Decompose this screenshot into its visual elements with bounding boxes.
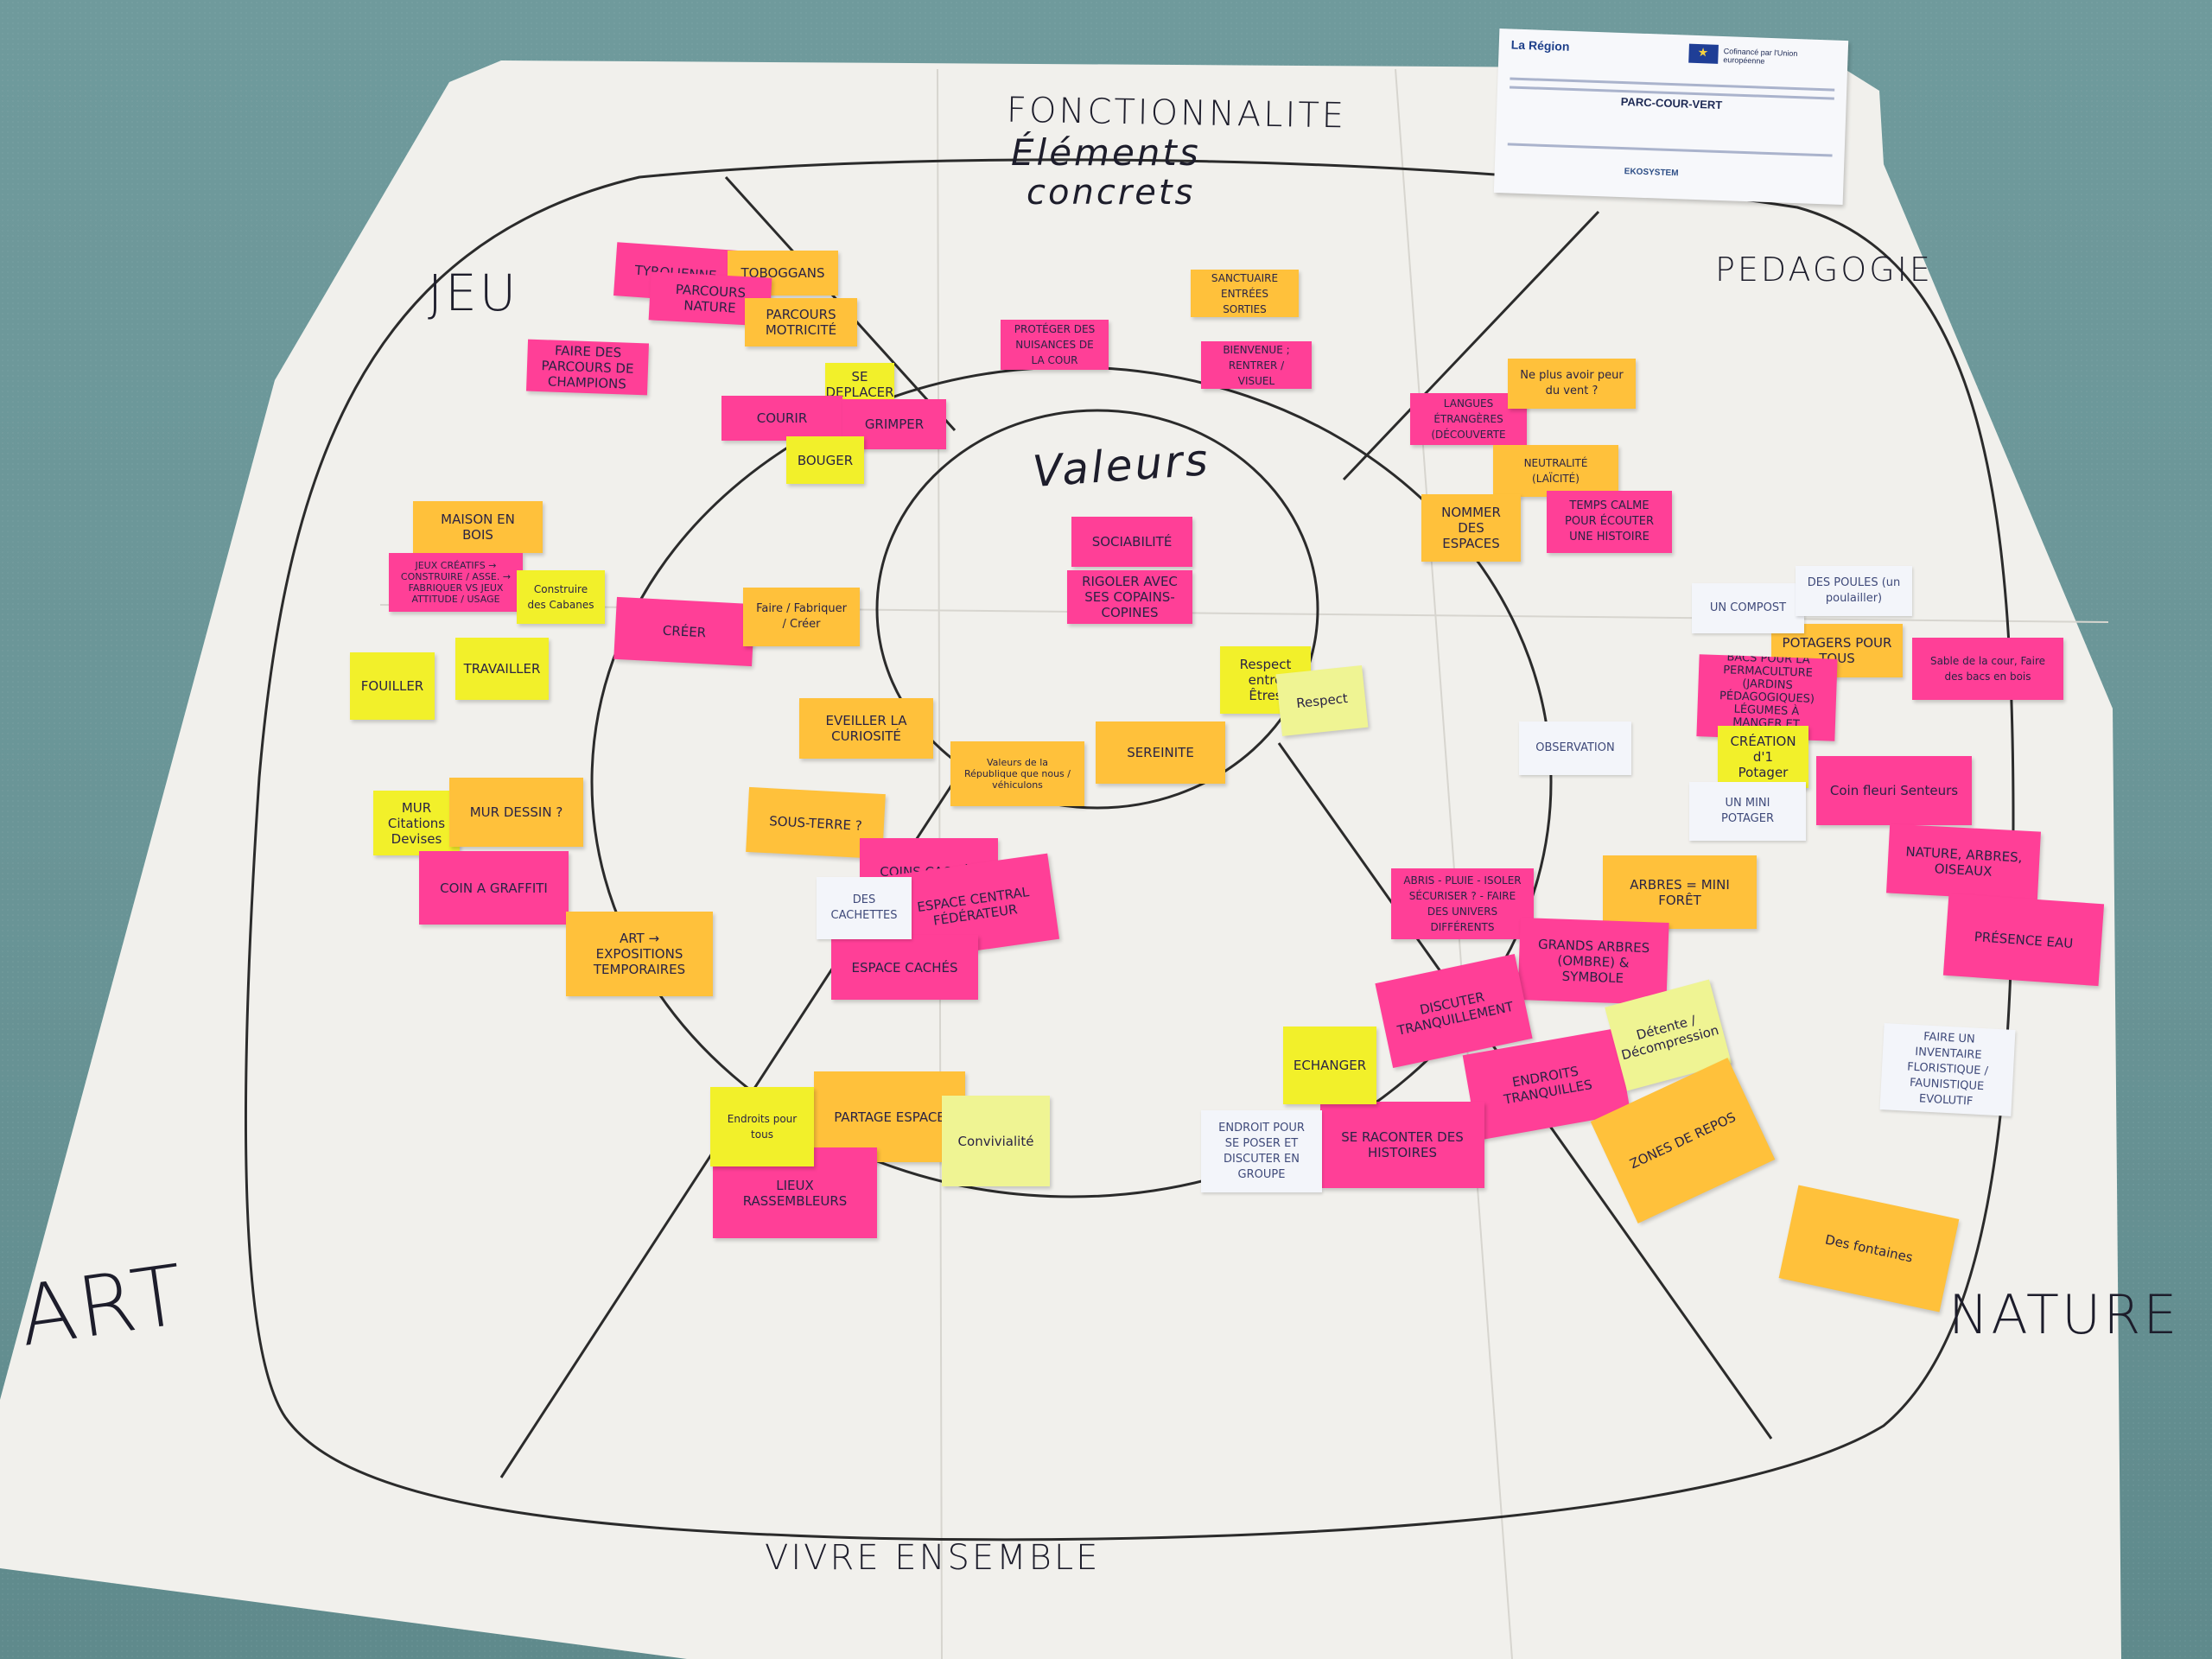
sticky-note: MAISON EN BOIS	[413, 501, 543, 553]
heading-vivre-ensemble: VIVRE ENSEMBLE	[765, 1538, 1101, 1578]
sticky-note: PARTAGE ESPACE	[814, 1071, 965, 1162]
sticky-note: GRANDS ARBRES (OMBRE) & SYMBOLE	[1517, 918, 1669, 1005]
sticky-note: Faire / Fabriquer / Créer	[743, 588, 860, 646]
sticky-note: MUR DESSIN ?	[449, 778, 583, 847]
sticky-note: COURIR	[721, 396, 842, 441]
sticky-note: COIN A GRAFFITI	[419, 851, 569, 925]
sticky-note: Endroits pour tous	[710, 1087, 814, 1166]
sticky-note: Coin fleuri Senteurs	[1816, 756, 1972, 825]
sticky-note: Ne plus avoir peur du vent ?	[1508, 359, 1636, 409]
sticky-note: EVEILLER LA CURIOSITÉ	[799, 698, 933, 759]
sticky-note: CRÉATION d'1 Potager	[1718, 726, 1808, 788]
sticky-note: ARBRES = MINI FORÊT	[1603, 855, 1757, 929]
sticky-note: BIENVENUE ; RENTRER / VISUEL	[1201, 341, 1312, 389]
sticky-note: SOCIABILITÉ	[1071, 517, 1192, 567]
index-card: UN MINI POTAGER	[1689, 782, 1806, 841]
project-poster: La Région Cofinancé par l'Union européen…	[1493, 29, 1849, 205]
sticky-note: JEUX CRÉATIFS → CONSTRUIRE / ASSE. → FAB…	[389, 553, 523, 612]
heading-elements: Éléments	[1011, 131, 1201, 174]
sticky-note: PRÉSENCE EAU	[1942, 893, 2105, 987]
sticky-note: FOUILLER	[350, 652, 435, 720]
sticky-note: PROTÉGER DES NUISANCES DE LA COUR	[1001, 320, 1109, 370]
index-card: ENDROIT POUR SE POSER ET DISCUTER EN GRO…	[1201, 1110, 1322, 1192]
sticky-note: ART → EXPOSITIONS TEMPORAIRES	[566, 912, 713, 996]
sticky-note: SANCTUAIRE ENTRÉES SORTIES	[1191, 270, 1299, 317]
sticky-note: SEREINITE	[1096, 721, 1225, 784]
sticky-note: NATURE, ARBRES, OISEAUX	[1886, 823, 2041, 901]
sticky-note: PARCOURS MOTRICITÉ	[745, 298, 857, 346]
index-card: FAIRE UN INVENTAIRE FLORISTIQUE / FAUNIS…	[1879, 1023, 2016, 1116]
sticky-note: BOUGER	[786, 436, 864, 484]
poster-fineprint	[1507, 143, 1833, 157]
sticky-note: ECHANGER	[1283, 1027, 1376, 1104]
sticky-note: MUR Citations Devises	[373, 791, 460, 855]
index-card: DES CACHETTES	[817, 877, 912, 939]
heading-concrets: concrets	[1027, 173, 1196, 213]
sticky-note: NOMMER DES ESPACES	[1421, 494, 1521, 562]
ekosystem-logo: EKOSYSTEM	[1624, 167, 1679, 179]
sticky-note: Convivialité	[942, 1096, 1050, 1186]
sticky-note: ESPACE CACHÉS	[831, 935, 978, 1000]
eu-caption: Cofinancé par l'Union européenne	[1723, 47, 1798, 66]
sticky-note: SE RACONTER DES HISTOIRES	[1320, 1102, 1484, 1188]
eu-flag-icon	[1688, 43, 1719, 64]
sticky-note: COIN DES LANGUES ÉTRANGÈRES (DÉCOUVERTE …	[1410, 393, 1527, 445]
index-card: OBSERVATION	[1519, 721, 1631, 775]
index-card: UN COMPOST	[1692, 583, 1804, 633]
sticky-note: Sable de la cour, Faire des bacs en bois	[1912, 638, 2063, 700]
sticky-note: Construire des Cabanes	[517, 570, 605, 624]
sticky-note: CRÉER	[613, 596, 755, 667]
sticky-note: RIGOLER AVEC SES COPAINS-COPINES	[1067, 570, 1192, 624]
heading-fonctionnalite: FONCTIONNALITE	[1006, 90, 1347, 137]
sticky-note: FAIRE DES PARCOURS DE CHAMPIONS	[525, 339, 650, 396]
sticky-note: NEUTRALITÉ (LAÏCITÉ)	[1493, 445, 1618, 497]
sticky-note: TEMPS CALME POUR ÉCOUTER UNE HISTOIRE	[1547, 491, 1672, 553]
heading-jeu: JEU	[428, 264, 519, 322]
sticky-note: TRAVAILLER	[455, 638, 549, 700]
heading-pedagogie: PEDAGOGIE	[1715, 251, 1933, 289]
sticky-note: Respect	[1275, 664, 1369, 737]
index-card: DES POULES (un poulailler)	[1796, 566, 1912, 616]
sticky-note: ABRIS - PLUIE - ISOLER SÉCURISER ? - FAI…	[1391, 868, 1534, 939]
sticky-note: Valeurs de la République que nous / véhi…	[950, 741, 1084, 806]
heading-nature: NATURE	[1948, 1283, 2180, 1346]
